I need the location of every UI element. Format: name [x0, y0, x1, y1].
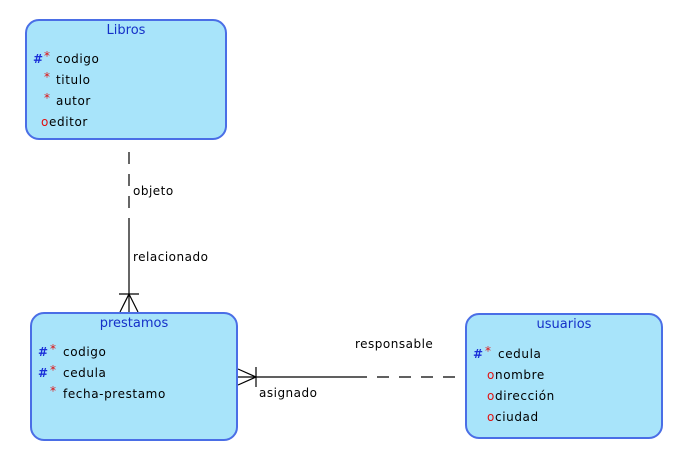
- crowsfoot-prestamos-right: [237, 367, 257, 387]
- entity-title: prestamos: [99, 316, 169, 331]
- relationship-label-relacionado: relacionado: [133, 250, 209, 264]
- attribute-row: # * cedula: [467, 344, 663, 365]
- attribute-row: o editor: [27, 112, 227, 133]
- required-marker: *: [50, 363, 57, 377]
- attribute-name: fecha-prestamo: [63, 387, 166, 401]
- required-marker: *: [485, 344, 492, 358]
- optional-marker: o: [487, 389, 495, 403]
- attribute-name: editor: [49, 115, 88, 129]
- attribute-list: # * cedula o nombre o dirección o ciudad: [467, 344, 663, 428]
- attribute-row: # * codigo: [32, 342, 238, 363]
- attribute-name: codigo: [56, 52, 100, 66]
- relationship-label-asignado: asignado: [259, 386, 318, 400]
- attribute-name: nombre: [495, 368, 545, 382]
- attribute-list: # * codigo * titulo * autor o editor: [27, 49, 227, 133]
- attribute-row: o dirección: [467, 386, 663, 407]
- primary-key-marker: #: [38, 345, 49, 359]
- required-marker: *: [50, 384, 57, 398]
- entity-title: Libros: [106, 23, 146, 38]
- attribute-name: codigo: [63, 345, 107, 359]
- attribute-list: # * codigo # * cedula * fecha-prestamo: [32, 342, 238, 405]
- primary-key-marker: #: [473, 347, 484, 361]
- attribute-row: * titulo: [27, 70, 227, 91]
- primary-key-marker: #: [38, 366, 49, 380]
- primary-key-marker: #: [33, 52, 44, 66]
- attribute-row: * fecha-prestamo: [32, 384, 238, 405]
- attribute-row: # * cedula: [32, 363, 238, 384]
- entity-libros[interactable]: Libros # * codigo * titulo * autor o edi…: [25, 19, 227, 140]
- entity-usuarios[interactable]: usuarios # * cedula o nombre o dirección…: [465, 313, 663, 439]
- attribute-row: o nombre: [467, 365, 663, 386]
- entity-prestamos[interactable]: prestamos # * codigo # * cedula * fecha-…: [30, 312, 238, 441]
- attribute-row: # * codigo: [27, 49, 227, 70]
- attribute-name: cedula: [63, 366, 107, 380]
- attribute-name: titulo: [56, 73, 91, 87]
- relationship-label-responsable: responsable: [355, 337, 434, 351]
- required-marker: *: [44, 49, 51, 63]
- attribute-row: o ciudad: [467, 407, 663, 428]
- optional-marker: o: [487, 410, 495, 424]
- attribute-row: * autor: [27, 91, 227, 112]
- required-marker: *: [44, 91, 51, 105]
- required-marker: *: [44, 70, 51, 84]
- attribute-name: cedula: [498, 347, 542, 361]
- entity-title: usuarios: [536, 317, 592, 332]
- optional-marker: o: [487, 368, 495, 382]
- optional-marker: o: [41, 115, 49, 129]
- attribute-name: autor: [56, 94, 91, 108]
- required-marker: *: [50, 342, 57, 356]
- crowsfoot-prestamos-top: [119, 293, 139, 313]
- attribute-name: ciudad: [495, 410, 539, 424]
- attribute-name: dirección: [495, 389, 555, 403]
- relationship-label-objeto: objeto: [133, 184, 174, 198]
